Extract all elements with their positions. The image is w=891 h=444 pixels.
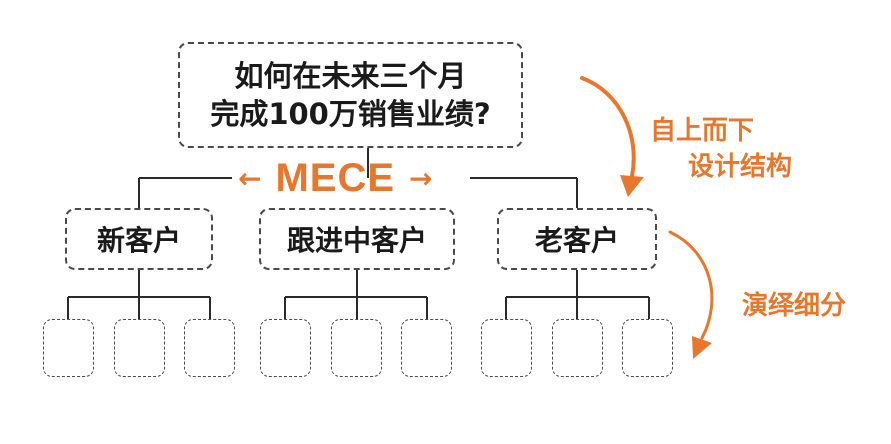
side-note-bottom: 演绎细分 — [742, 291, 847, 321]
top-curved-arrow — [580, 76, 636, 178]
top-arrow-head — [620, 175, 644, 197]
leaf-box — [401, 319, 452, 377]
leaf-box — [114, 319, 165, 377]
category-box-old-customers: 老客户 — [497, 208, 657, 270]
bottom-curved-arrow — [668, 230, 714, 340]
right-arrow-icon: → — [409, 161, 433, 195]
category-label: 跟进中客户 — [286, 224, 427, 257]
bottom-arrow-head — [692, 336, 712, 359]
category-box-following-customers: 跟进中客户 — [259, 208, 455, 270]
leaf-box — [260, 319, 311, 377]
root-question-line2: 完成100万销售业绩? — [210, 97, 491, 131]
side-note-top-line1: 自上而下 — [650, 116, 755, 146]
mece-label: MECE — [275, 155, 396, 200]
root-question-box: 如何在未来三个月 完成100万销售业绩? — [178, 42, 523, 148]
mece-label-group: ← MECE → — [238, 154, 433, 202]
leaf-box — [552, 319, 603, 377]
leaf-box — [481, 319, 532, 377]
root-question-line1: 如何在未来三个月 — [234, 59, 467, 93]
leaf-box — [43, 319, 94, 377]
left-arrow-icon: ← — [238, 161, 262, 195]
leaf-box — [184, 319, 235, 377]
category-label: 新客户 — [96, 224, 181, 257]
leaf-box — [622, 319, 673, 377]
category-box-new-customers: 新客户 — [65, 208, 213, 270]
category-label: 老客户 — [534, 224, 619, 257]
leaf-box — [331, 319, 382, 377]
side-note-top-line2: 设计结构 — [688, 152, 793, 182]
